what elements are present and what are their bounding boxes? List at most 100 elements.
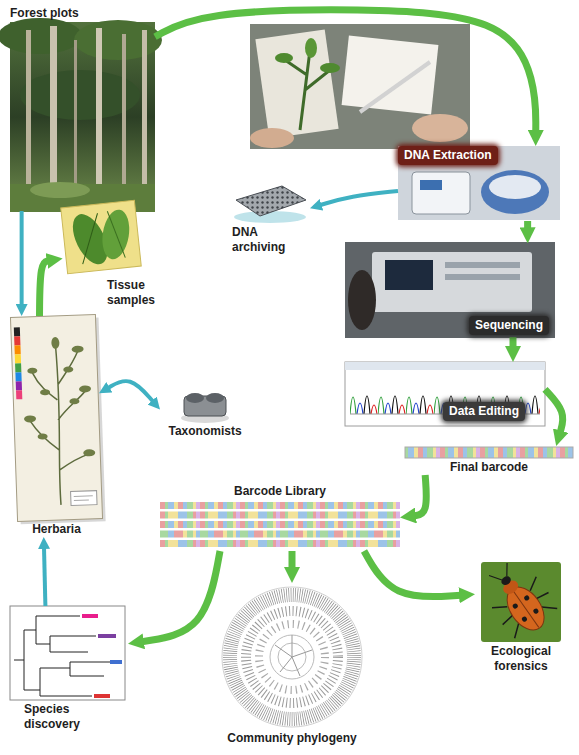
picture-area	[160, 499, 400, 551]
sequencer-photo	[345, 242, 555, 338]
herbarium-sheet	[16, 390, 22, 399]
picture-area	[14, 316, 99, 522]
tree-figure	[10, 606, 125, 700]
picture-area	[398, 167, 560, 221]
sequencer-photo	[372, 252, 532, 312]
barcode-strip	[405, 447, 573, 458]
node-label: Final barcode	[405, 460, 573, 475]
tissue-sample	[99, 208, 133, 261]
herbarium-sheet	[15, 354, 21, 363]
collection-photo	[275, 53, 293, 63]
collection-photo	[250, 24, 470, 149]
node-label: Ecological forensics	[475, 644, 567, 674]
barcode-rows	[160, 521, 400, 528]
beetle-photo	[481, 562, 561, 642]
flow-arrow	[44, 547, 45, 606]
extraction-photo	[489, 175, 541, 199]
flow-arrow	[155, 10, 536, 132]
herbarium-sheet	[27, 368, 37, 374]
sequencer-photo	[385, 260, 433, 290]
picture-area	[160, 390, 250, 424]
tree-figure	[14, 616, 110, 696]
beetle-photo	[512, 603, 519, 610]
flow-arrow	[364, 551, 461, 597]
forest-photo	[0, 18, 82, 54]
tree-figure	[94, 694, 110, 698]
beetle-photo	[500, 575, 513, 587]
node-label: Species discovery	[24, 702, 104, 732]
beetle-photo	[491, 576, 559, 639]
extraction-photo	[481, 170, 549, 214]
flow-arrow	[108, 381, 154, 402]
picture-area	[10, 606, 128, 702]
flow-arrow	[414, 475, 426, 516]
herbarium-sheet: Herbaria	[14, 316, 99, 537]
barcode-library: Barcode Library	[160, 484, 400, 551]
forest-photo	[0, 18, 162, 212]
plate-icon: DNA archiving	[232, 183, 310, 255]
extraction-photo	[398, 146, 560, 220]
tree-figure	[10, 606, 125, 700]
node-label: DNA archiving	[232, 225, 302, 255]
photo-panel: Tissue samples	[62, 198, 174, 308]
sequencer-photo	[348, 270, 376, 330]
picture-area	[62, 198, 174, 278]
barcode-rows	[160, 540, 400, 547]
circular-tree: Community phylogeny	[212, 583, 372, 746]
flow-arrow	[289, 551, 296, 569]
collection-photo	[250, 24, 470, 149]
flow-arrow	[320, 191, 398, 205]
barcode-strip	[405, 447, 573, 458]
tree-figure	[82, 614, 98, 618]
flow-arrow	[142, 551, 220, 642]
barcode-strip: Final barcode	[405, 446, 573, 475]
herbarium-sheet	[15, 372, 21, 381]
herbarium-sheet	[24, 415, 36, 422]
barcode-rows	[160, 531, 400, 538]
herbarium-sheet	[63, 366, 73, 372]
loupe-icon	[186, 393, 204, 403]
node-label: Community phylogeny	[212, 731, 372, 746]
herbarium-sheet	[71, 345, 83, 352]
picture-area	[212, 583, 372, 731]
sequencer-photo	[445, 262, 520, 268]
beetle-photo	[521, 616, 528, 623]
photo-panel: DNA Extraction	[398, 146, 560, 221]
extraction-photo	[420, 180, 442, 190]
tree-panel: Species discovery	[10, 606, 128, 732]
collection-photo	[285, 50, 330, 130]
dna-plate-icon	[234, 186, 306, 223]
circular-tree	[222, 587, 362, 727]
collection-photo	[412, 114, 468, 142]
forest-photo	[74, 20, 162, 60]
chromatogram	[345, 362, 545, 370]
herbarium-sheet	[14, 336, 20, 345]
collection-photo	[305, 38, 317, 58]
extraction-photo	[412, 172, 470, 214]
tissue-sample	[61, 200, 141, 273]
herbarium-sheet	[14, 327, 20, 336]
chromatogram-panel: Data Editing	[345, 362, 545, 423]
herbarium-sheet	[15, 363, 21, 372]
flow-arrow	[545, 389, 563, 432]
extraction-photo	[398, 146, 560, 220]
flow-arrow	[40, 261, 49, 316]
collection-photo	[255, 30, 338, 139]
circular-tree	[246, 611, 338, 703]
barcode-rows	[160, 502, 400, 547]
sequencer-photo	[445, 274, 520, 280]
picture-area	[475, 560, 567, 644]
herbarium-sheet	[16, 381, 22, 390]
collection-photo	[320, 63, 340, 73]
flow-arrow	[20, 211, 24, 306]
flow-arrow	[524, 221, 531, 229]
beetle-photo: Ecological forensics	[475, 560, 567, 674]
barcode-rows	[160, 502, 400, 509]
beetle-photo	[475, 553, 562, 644]
circular-tree	[270, 635, 314, 679]
beetle-photo	[523, 595, 530, 602]
herbarium-sheet	[27, 344, 91, 506]
node-label: Herbaria	[14, 522, 99, 537]
